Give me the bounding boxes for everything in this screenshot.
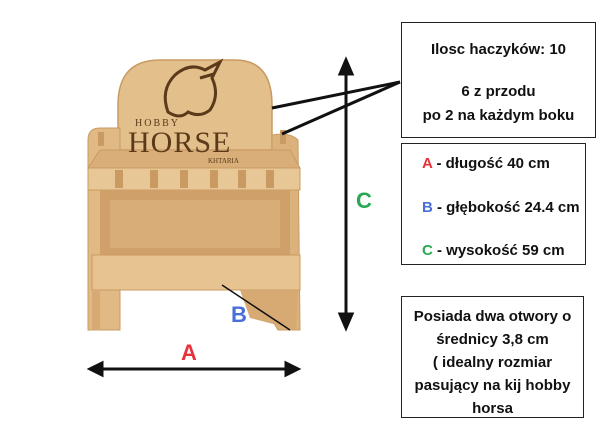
holes-line-2: średnicy 3,8 cm <box>436 331 549 348</box>
dim-B-text: - głębokość 24.4 cm <box>432 199 580 216</box>
dim-C-letter: C <box>422 242 433 259</box>
pointer-line-2 <box>281 80 401 136</box>
holes-line-1: Posiada dwa otwory o <box>413 308 572 325</box>
dim-A-text: - długość 40 cm <box>432 155 550 172</box>
stand-back-panel <box>117 59 273 151</box>
dim-C: C - wysokość 59 cm <box>422 242 565 259</box>
holes-line-3: ( idealny rozmiar <box>432 354 553 371</box>
dim-A-letter: A <box>422 155 433 172</box>
dim-B: B - głębokość 24.4 cm <box>422 199 580 216</box>
dimensions-box: A - długość 40 cm B - głębokość 24.4 cm … <box>401 143 586 265</box>
hooks <box>98 130 286 188</box>
logo-big-text: HORSE <box>128 126 232 159</box>
label-C: C <box>356 188 372 213</box>
stand-bottom-shelf <box>91 254 301 291</box>
hooks-sides: po 2 na każdym boku <box>422 107 575 124</box>
dim-A: A - długość 40 cm <box>422 155 550 172</box>
label-B: B <box>231 302 247 327</box>
dim-B-letter: B <box>422 199 433 216</box>
holes-info-box: Posiada dwa otwory o średnicy 3,8 cm ( i… <box>401 296 584 418</box>
hooks-info-box: Ilosc haczyków: 10 6 z przodu po 2 na ka… <box>401 22 596 138</box>
label-A: A <box>181 340 197 365</box>
holes-line-4: pasujący na kij hobby <box>414 377 571 394</box>
dim-C-text: - wysokość 59 cm <box>432 242 565 259</box>
pointer-line-1 <box>271 80 401 110</box>
arrow-B <box>221 284 291 331</box>
logo-small-text: HOBBY <box>135 118 181 129</box>
horse-logo-icon <box>163 58 224 118</box>
hooks-front: 6 z przodu <box>461 83 536 100</box>
hooks-count: Ilosc haczyków: 10 <box>430 41 567 58</box>
logo-sub-text: KHTARIA <box>208 157 239 165</box>
holes-line-5: horsa <box>472 400 513 417</box>
